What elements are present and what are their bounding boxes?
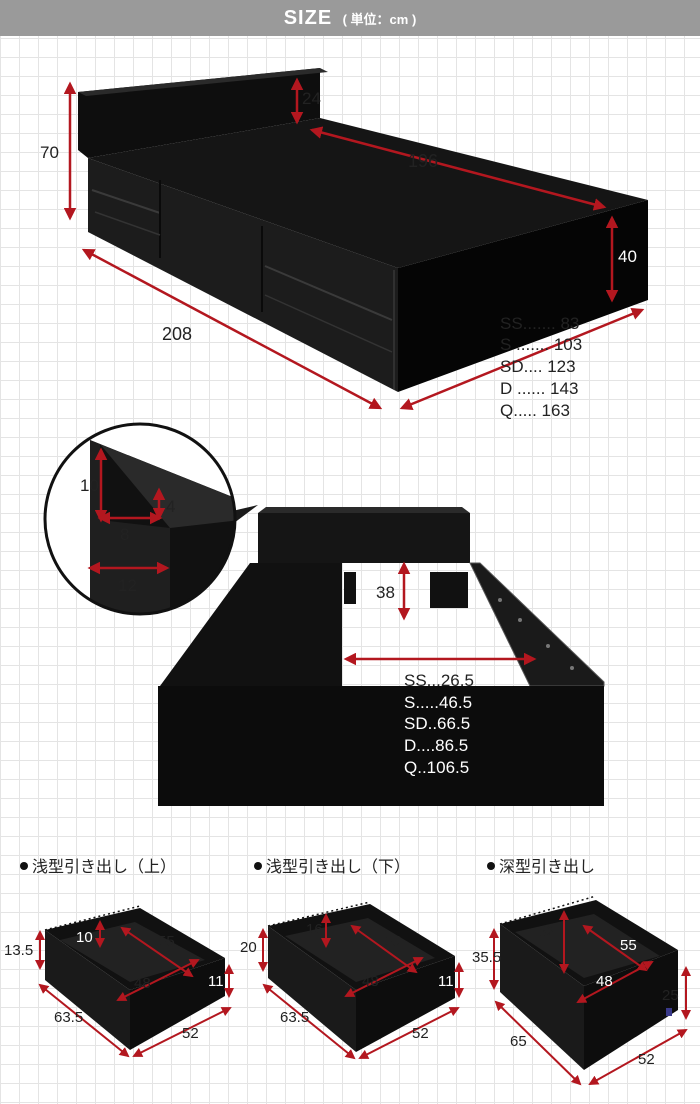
bed-dimensions: 70 24 196 40 208 SS....... 83 S ....... … <box>40 77 645 420</box>
drawer-upper-front: 11 <box>208 973 224 990</box>
drawer-upper-side: 13.5 <box>4 942 33 959</box>
size-title: SIZE <box>283 7 333 29</box>
detail-top-label: 10 <box>80 476 99 495</box>
unit-label: ( 単位：cm ) <box>342 12 417 27</box>
width-ss: SS....... 83 <box>500 314 579 333</box>
height-label: 70 <box>40 143 59 162</box>
width-s: S ....... 103 <box>500 335 582 354</box>
drawer-upper-width: 52 <box>182 1025 199 1042</box>
clearance-label: 38 <box>376 583 395 602</box>
drawer-shallow-lower: 浅型引き出し（下） 20 16 55 48 11 63.5 52 <box>240 857 464 1060</box>
drawer-lower-title: 浅型引き出し（下） <box>266 857 410 876</box>
length-arrow <box>81 248 383 410</box>
drawer-deep-length: 65 <box>510 1033 527 1050</box>
detail-thickness-label: 12 <box>118 576 137 595</box>
drawer-upper-diag: 55 <box>158 933 175 950</box>
headboard-label: 24 <box>302 89 321 108</box>
drawer-deep-depth: 32 <box>538 923 555 940</box>
drawer-deep-inner: 48 <box>596 973 613 990</box>
inner-sd: SD..66.5 <box>404 714 470 733</box>
drawer-upper-depth: 10 <box>76 929 93 946</box>
drawer-upper-length: 63.5 <box>54 1009 83 1026</box>
detail-small-label: 4 <box>166 497 175 516</box>
inner-length-label: 196 <box>408 151 438 171</box>
detail-depth-label: 8 <box>120 525 129 544</box>
drawer-lower-length: 63.5 <box>280 1009 309 1026</box>
inner-q: Q..106.5 <box>404 758 469 777</box>
inner-ss: SS...26.5 <box>404 671 474 690</box>
frame-dimensions: 38 SS...26.5 S.....46.5 SD..66.5 D....86… <box>343 561 537 777</box>
drawer-deep: 深型引き出し 35.5 32 55 48 25 65 52 <box>472 857 691 1086</box>
frame-front-panel <box>158 686 604 806</box>
detail-zoom: 10 8 4 12 <box>43 422 258 616</box>
drawer-lower-side: 20 <box>240 939 257 956</box>
width-q: Q..... 163 <box>500 401 570 420</box>
drawer-lower-depth: 16 <box>306 921 323 938</box>
drawer-deep-front: 25 <box>662 987 679 1004</box>
width-d: D ...... 143 <box>500 379 578 398</box>
length-label: 208 <box>162 324 192 344</box>
drawer-deep-title: 深型引き出し <box>499 857 595 876</box>
inner-d: D....86.5 <box>404 736 468 755</box>
width-arrow <box>399 307 645 411</box>
drawer-deep-width: 52 <box>638 1051 655 1068</box>
drawer-deep-diag: 55 <box>620 937 637 954</box>
drawer-upper-inner: 48 <box>134 975 151 992</box>
inner-s: S.....46.5 <box>404 693 472 712</box>
width-sd: SD.... 123 <box>500 357 576 376</box>
frame-illustration <box>158 507 605 806</box>
side-height-label: 40 <box>618 247 637 266</box>
drawer-shallow-upper: 浅型引き出し（上） 13.5 10 55 48 11 63.5 52 <box>4 857 234 1058</box>
drawer-lower-diag: 55 <box>384 933 401 950</box>
drawer-lower-width: 52 <box>412 1025 429 1042</box>
drawer-upper-title: 浅型引き出し（上） <box>32 857 176 876</box>
drawer-lower-front: 11 <box>438 973 454 990</box>
inner-length-arrow <box>309 126 607 211</box>
drawer-deep-side: 35.5 <box>472 949 501 966</box>
drawer-lower-inner: 48 <box>362 973 379 990</box>
size-header: SIZE ( 単位：cm ) <box>0 0 700 36</box>
